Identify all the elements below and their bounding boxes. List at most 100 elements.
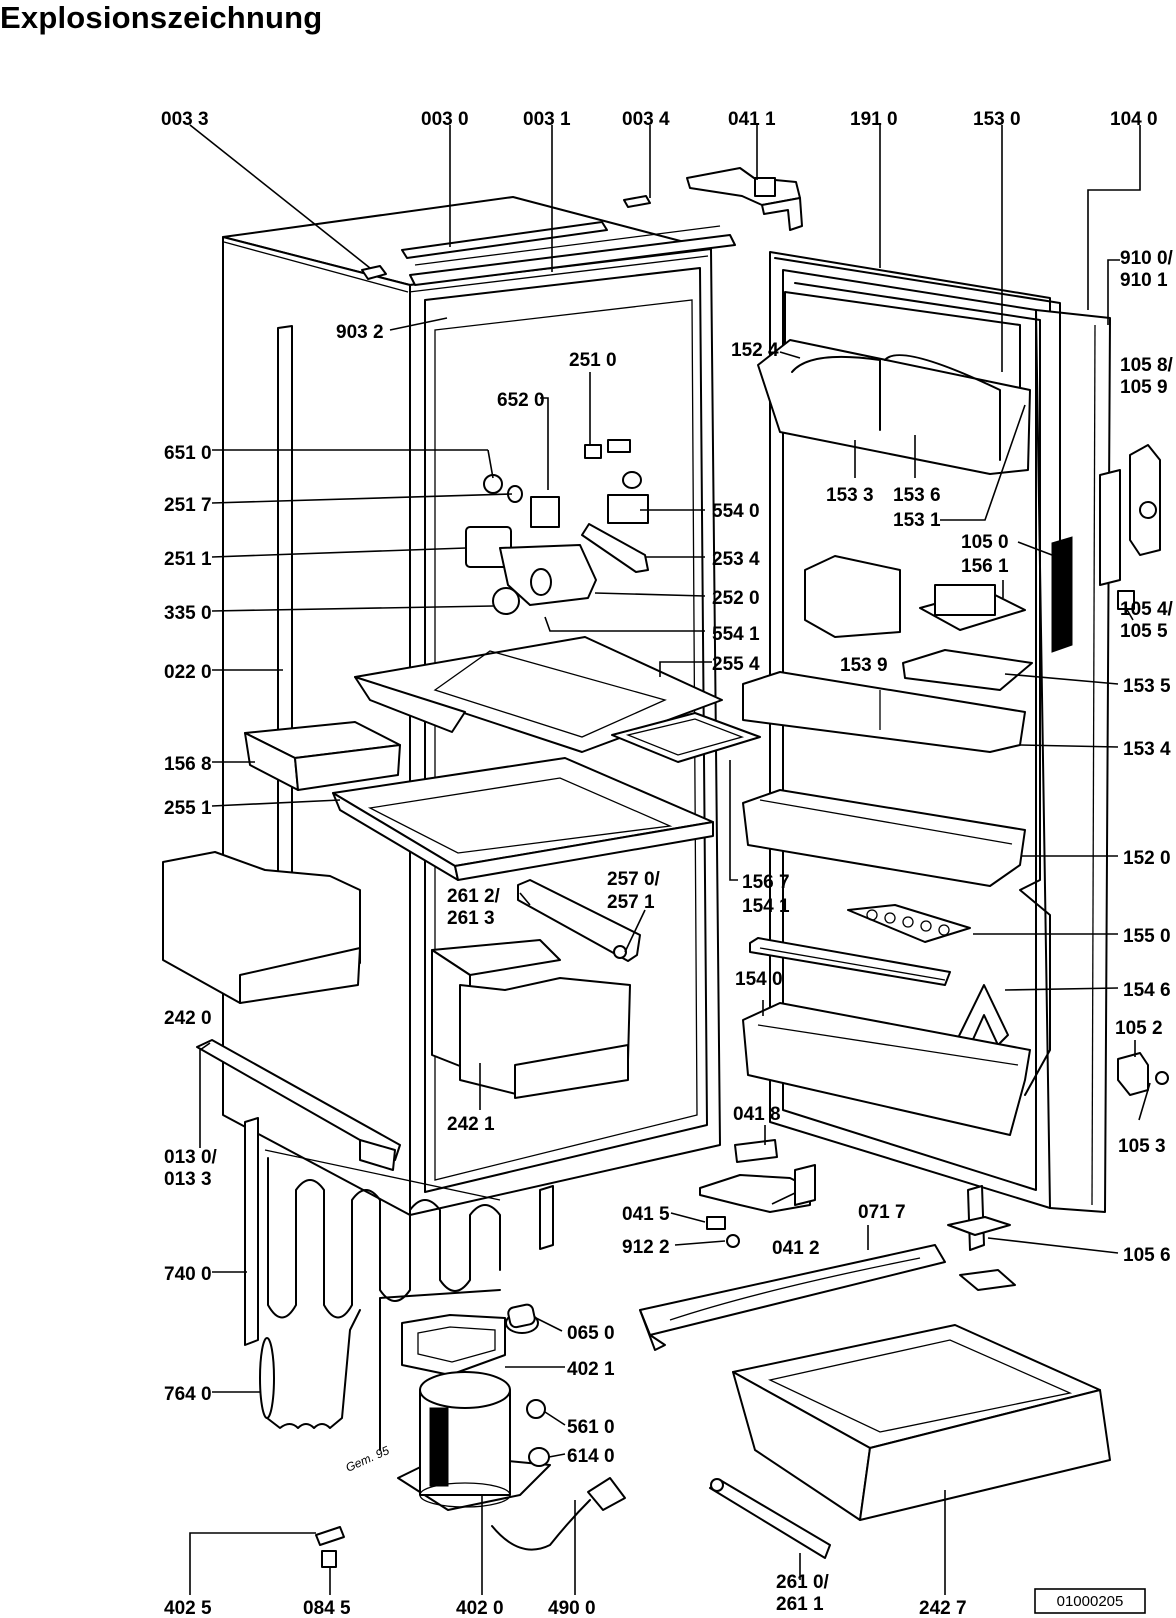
plinth-bracket <box>947 1185 1016 1291</box>
part-label-0650: 065 0 <box>567 1323 615 1344</box>
power-cord <box>491 1477 626 1551</box>
glass-shelf-lower <box>332 757 714 881</box>
part-label-2554: 255 4 <box>712 654 760 675</box>
part-label-9101: 910 1 <box>1120 270 1168 291</box>
part-label-9032: 903 2 <box>336 322 384 343</box>
part-label-1539: 153 9 <box>840 655 888 676</box>
thermostat-assembly <box>465 439 649 615</box>
part-label-4021: 402 1 <box>567 1359 615 1380</box>
part-label-1052: 105 2 <box>1115 1018 1163 1039</box>
part-label-4020: 402 0 <box>456 1598 504 1618</box>
part-label-1530: 153 0 <box>973 109 1021 130</box>
part-label-5540: 554 0 <box>712 501 760 522</box>
small-fasteners <box>315 1526 345 1568</box>
part-label-4025: 402 5 <box>164 1598 212 1618</box>
part-label-0415: 041 5 <box>622 1204 670 1225</box>
part-label-9100: 910 0/ <box>1120 248 1174 269</box>
part-label-1561: 156 1 <box>961 556 1009 577</box>
door-rail-154-1 <box>749 937 951 986</box>
part-label-2511: 251 1 <box>164 549 212 570</box>
drawer-rail <box>709 1478 831 1559</box>
svg-text:Gem. 95: Gem. 95 <box>344 1443 392 1475</box>
part-label-1567: 156 7 <box>742 872 790 893</box>
part-label-0418: 041 8 <box>733 1104 781 1125</box>
box-153-5 <box>902 649 1033 691</box>
magnet-strip <box>1051 536 1073 653</box>
plinth-rail <box>639 1244 946 1351</box>
part-label-1533: 153 3 <box>826 485 874 506</box>
part-label-2613: 261 3 <box>447 908 495 929</box>
part-label-1040: 104 0 <box>1110 109 1158 130</box>
part-label-1536: 153 6 <box>893 485 941 506</box>
cover-156-1 <box>919 584 1026 631</box>
part-label-0034: 003 4 <box>622 109 670 130</box>
crisper-drawer <box>431 939 631 1099</box>
part-label-2520: 252 0 <box>712 588 760 609</box>
part-label-0220: 022 0 <box>164 662 212 683</box>
part-label-2611: 261 1 <box>776 1594 824 1615</box>
egg-box-153-9 <box>804 555 901 638</box>
small-tray <box>244 721 401 791</box>
part-label-1053: 105 3 <box>1118 1136 1166 1157</box>
egg-tray-155-0 <box>847 904 971 943</box>
part-label-2570: 257 0/ <box>607 869 661 890</box>
part-label-0412: 041 2 <box>772 1238 820 1259</box>
document-number: 01000205 <box>1057 1593 1124 1610</box>
part-label-2420: 242 0 <box>164 1008 212 1029</box>
door-hinge-bottom <box>1117 1052 1169 1096</box>
part-label-0033: 003 3 <box>161 109 209 130</box>
door-hinge-top <box>1099 444 1161 586</box>
bottom-hinge-parts <box>699 1139 816 1248</box>
part-label-1550: 155 0 <box>1123 926 1171 947</box>
part-label-0411: 041 1 <box>728 109 776 130</box>
part-label-0031: 003 1 <box>523 109 571 130</box>
base-drawer <box>732 1324 1111 1521</box>
part-label-3350: 335 0 <box>164 603 212 624</box>
part-label-0717: 071 7 <box>858 1202 906 1223</box>
part-label-2510: 251 0 <box>569 350 617 371</box>
part-label-6520: 652 0 <box>497 390 545 411</box>
lamp-rail <box>517 879 641 962</box>
butter-compartment <box>757 291 1031 475</box>
part-label-4900: 490 0 <box>548 1598 596 1618</box>
part-label-6510: 651 0 <box>164 443 212 464</box>
part-label-5541: 554 1 <box>712 624 760 645</box>
part-label-0130: 013 0/ <box>164 1147 218 1168</box>
leader-lines <box>189 124 1151 1595</box>
part-label-1568: 156 8 <box>164 754 212 775</box>
door-bin-152-0 <box>742 789 1026 887</box>
part-label-1520: 152 0 <box>1123 848 1171 869</box>
door-bin-154-0 <box>742 1002 1031 1136</box>
part-label-1541: 154 1 <box>742 896 790 917</box>
part-label-2427: 242 7 <box>919 1598 967 1618</box>
part-label-2421: 242 1 <box>447 1114 495 1135</box>
part-label-0845: 084 5 <box>303 1598 351 1618</box>
condenser <box>244 1117 554 1346</box>
part-label-1534: 153 4 <box>1123 739 1171 760</box>
part-label-7640: 764 0 <box>164 1384 212 1405</box>
top-hinge <box>686 167 803 231</box>
glass-shelf-upper <box>354 636 723 753</box>
part-label-1535: 153 5 <box>1123 676 1171 697</box>
part-label-1050: 105 0 <box>961 532 1009 553</box>
drawing-title: Explosionszeichnung <box>0 0 323 35</box>
small-frame-tray <box>611 712 761 763</box>
part-label-0133: 013 3 <box>164 1169 212 1190</box>
top-trim-strips <box>361 195 736 286</box>
part-label-1058: 105 8/ <box>1120 355 1174 376</box>
part-label-1540: 154 0 <box>735 969 783 990</box>
part-label-1059: 105 9 <box>1120 377 1168 398</box>
part-label-2612: 261 2/ <box>447 886 501 907</box>
door-seal <box>774 257 1061 641</box>
part-label-1056: 105 6 <box>1123 1245 1171 1266</box>
document-number-box: 01000205 <box>1034 1588 1146 1614</box>
part-label-1054: 105 4/ <box>1120 599 1174 620</box>
part-label-1524: 152 4 <box>731 340 779 361</box>
part-label-1531: 153 1 <box>893 510 941 531</box>
bottom-bar <box>196 1039 401 1171</box>
part-label-9122: 912 2 <box>622 1237 670 1258</box>
part-label-2551: 255 1 <box>164 798 212 819</box>
cylinder-part <box>507 1303 536 1329</box>
signature-mark: Gem. 95 <box>344 1443 392 1475</box>
